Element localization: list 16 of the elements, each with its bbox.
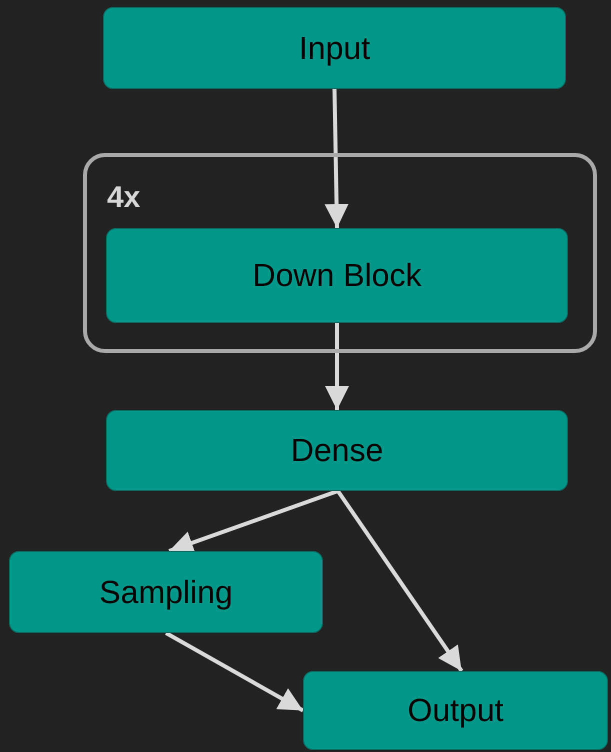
process-box — [106, 228, 568, 323]
process-label: Dense — [290, 432, 384, 469]
repeat-group-frame — [83, 153, 597, 353]
arrow — [324, 88, 349, 228]
process-box — [303, 671, 608, 750]
arrow — [325, 323, 349, 410]
process-label: Sampling — [99, 574, 233, 610]
process-box — [103, 7, 566, 89]
process-label: Input — [298, 30, 370, 66]
process-label: Output — [407, 692, 504, 729]
arrow — [165, 631, 304, 712]
process-label: Down Block — [252, 257, 422, 294]
process-box — [9, 551, 323, 633]
arrow — [336, 490, 464, 672]
process-box — [106, 410, 568, 491]
repeat-count: 4x — [107, 181, 140, 215]
